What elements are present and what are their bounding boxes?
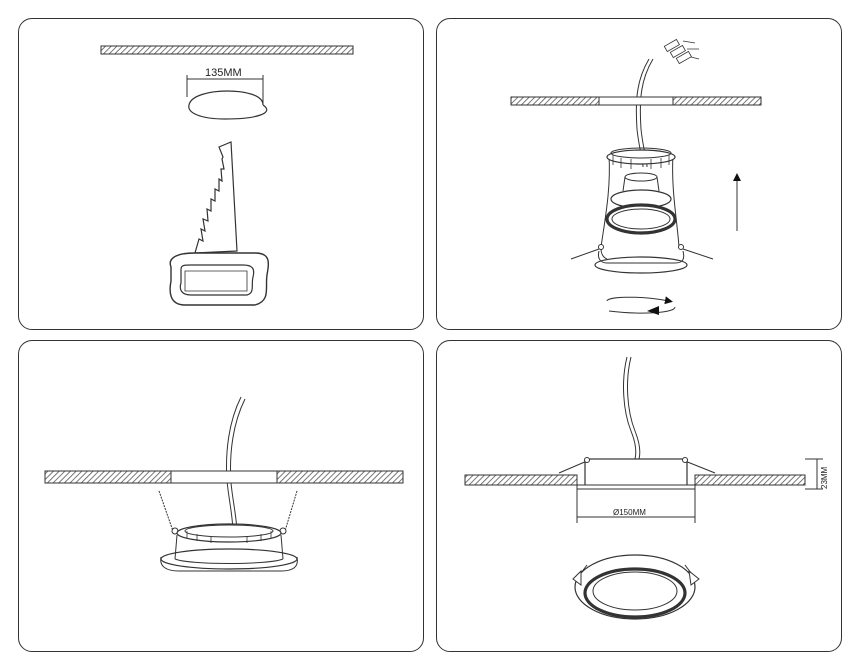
hole-diameter-label: 135MM [205,67,242,79]
panel-step-1-cut-hole: 135MM [18,18,424,330]
ceiling-board-right [694,474,806,486]
ceiling-board [100,45,354,55]
ceiling-opening [598,96,674,106]
ceiling-opening [170,470,278,484]
hole-dimension: 135MM [186,67,264,105]
panel-step-4-installed: 23MM Ø150MM [436,340,842,652]
ceiling-board-left [44,470,172,484]
saw-blade [194,141,238,254]
height-dimension: 23MM [805,458,829,490]
ceiling-board-right [276,470,404,484]
panel-step-3-push-into-ceiling [18,340,424,652]
ceiling-board-right [672,96,762,106]
saw-handle-grip [179,264,255,296]
diameter-dimension: Ø150MM [576,489,696,523]
height-label: 23MM [820,466,829,489]
ceiling-board-left [464,474,578,486]
step-4-illustration: 23MM Ø150MM [464,356,829,620]
rotate-arrows-icon [606,296,676,315]
hole-outline [188,90,268,120]
downlight-housing [570,147,714,274]
step-2-illustration [510,38,762,315]
downlight-installed [558,457,716,490]
panel-step-2-wire-and-insert [436,18,842,330]
terminal-block-icon [663,38,700,65]
downlight-body [158,490,298,572]
saw-handle [169,252,270,306]
downlight-perspective [572,554,700,620]
ceiling-board-left [510,96,600,106]
power-cable [226,396,242,534]
power-cable [623,356,637,460]
step-1-illustration: 135MM [100,45,354,306]
step-3-illustration [44,396,404,572]
diameter-label: Ø150MM [613,508,646,517]
